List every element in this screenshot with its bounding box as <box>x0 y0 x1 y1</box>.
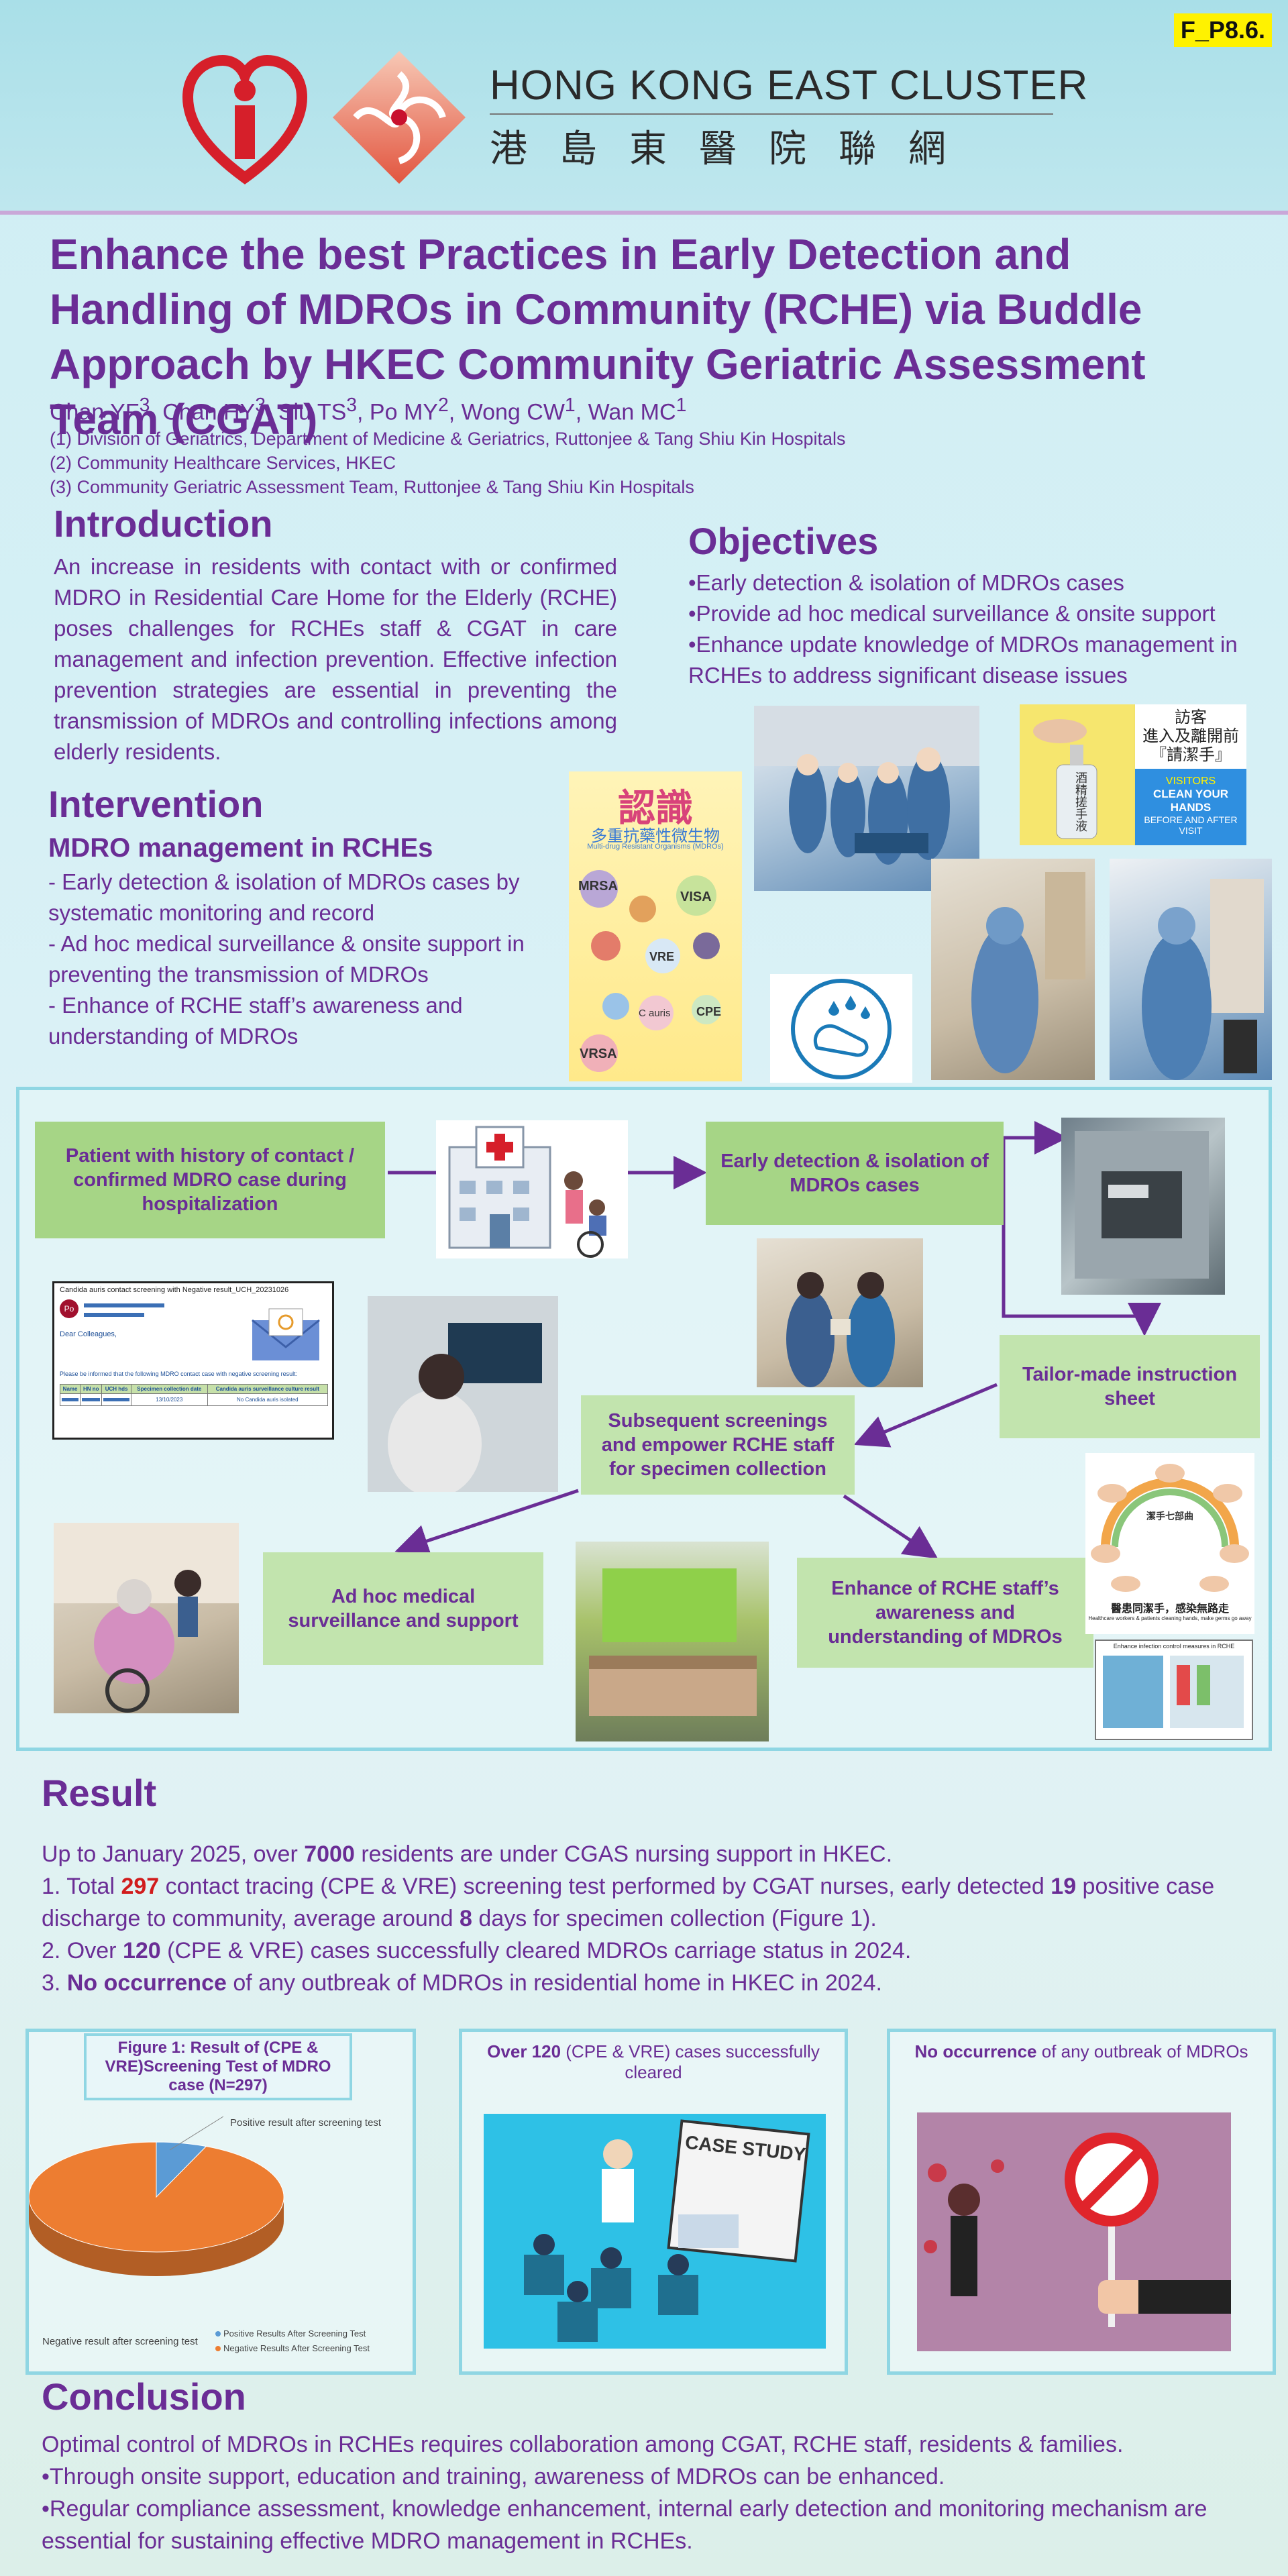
result-line: 2. Over 120 (CPE & VRE) cases successful… <box>42 1938 912 1964</box>
affiliation-list: (1) Division of Geriatrics, Department o… <box>50 427 846 499</box>
affiliation-item: (3) Community Geriatric Assessment Team,… <box>50 477 694 497</box>
rche-room-photo <box>576 1542 769 1741</box>
conclusion-text: Optimal control of MDROs in RCHEs requir… <box>42 2428 1276 2557</box>
handwash-graphic <box>770 974 912 1083</box>
infection-control-notice: Enhance infection control measures in RC… <box>1095 1640 1253 1740</box>
stop-sign-illustration <box>917 2112 1231 2351</box>
pie-label-positive: Positive result after screening test <box>230 2117 382 2129</box>
cleared-caption: Over 120 (CPE & VRE) cases successfully … <box>487 2041 820 2082</box>
conclusion-heading: Conclusion <box>42 2375 246 2418</box>
flow-early-detection: Early detection & isolation of MDROs cas… <box>706 1122 1004 1225</box>
hospital-icon <box>448 1126 606 1258</box>
cluster-divider <box>490 113 1053 115</box>
legend-label: Positive Results After Screening Test <box>223 2328 366 2339</box>
hand-steps-icon <box>1091 1464 1249 1592</box>
ha-logo-icon <box>182 54 308 184</box>
sanitizer-panel: 酒精搓手液 <box>1020 704 1134 845</box>
nurse-room-photo <box>931 859 1095 1080</box>
result-text: Up to January 2025, over 7000 residents … <box>42 1838 1269 1999</box>
intervention-heading: Intervention <box>48 783 264 825</box>
workflow-arrows <box>388 1121 1161 1559</box>
resident-wheelchair-photo <box>54 1523 239 1713</box>
nurse-pair-icon <box>786 1272 895 1387</box>
staff-group-icon <box>754 706 979 865</box>
objectives-heading: Objectives <box>688 520 879 562</box>
objective-item: •Provide ad hoc medical surveillance & o… <box>688 601 1216 626</box>
nurse-figure-icon <box>971 872 1085 1073</box>
nurse-isolation-photo <box>1110 859 1272 1080</box>
case-study-illustration: CASE STUDY <box>484 2114 826 2349</box>
flow-subsequent-screening: Subsequent screenings and empower RCHE s… <box>581 1395 855 1495</box>
bed-room-icon <box>589 1568 757 1716</box>
visitor-sign-panel: 訪客 進入及離開前 『請潔手』 VISITORS CLEAN YOUR HAND… <box>1135 704 1246 845</box>
affiliation-item: (2) Community Healthcare Services, HKEC <box>50 453 396 473</box>
affiliation-item: (1) Division of Geriatrics, Department o… <box>50 429 846 449</box>
flow-tailor-made-sheet: Tailor-made instruction sheet <box>1000 1335 1260 1438</box>
pie-side <box>29 2197 284 2276</box>
sender-avatar: Po <box>60 1299 78 1318</box>
result-heading: Result <box>42 1772 157 1814</box>
conclusion-line: Optimal control of MDROs in RCHEs requir… <box>42 2432 1124 2457</box>
objective-item: •Enhance update knowledge of MDROs manag… <box>688 632 1238 688</box>
intervention-item: - Early detection & isolation of MDROs c… <box>48 869 520 925</box>
handwash-icon <box>791 979 892 1079</box>
negative-result-email: Candida auris contact screening with Neg… <box>52 1281 334 1440</box>
flow-adhoc-surveillance: Ad hoc medical surveillance and support <box>263 1552 543 1665</box>
nurse-figure-icon <box>1142 879 1264 1080</box>
introduction-heading: Introduction <box>54 502 273 545</box>
stop-sign-icon <box>924 2133 1231 2327</box>
logo-group: HONG KONG EAST CLUSTER 港島東醫院聯網 <box>181 47 1088 188</box>
mdro-awareness-poster: 認識 多重抗藥性微生物 Multi-drug Resistant Organis… <box>569 771 742 1081</box>
objectives-list: •Early detection & isolation of MDROs ca… <box>688 568 1265 691</box>
poster-code: F_P8.6. <box>1173 13 1272 47</box>
result-line: 3. No occurrence of any outbreak of MDRO… <box>42 1970 882 1996</box>
email-result-table: Name HN no UCH hds Specimen collection d… <box>59 1384 329 1406</box>
notice-board-icon <box>1103 1656 1244 1728</box>
intervention-subheading: MDRO management in RCHEs <box>48 833 433 863</box>
objective-item: •Early detection & isolation of MDROs ca… <box>688 570 1124 595</box>
instruction-packet-photo <box>1061 1118 1225 1295</box>
chart-title: Figure 1: Result of (CPE & VRE)Screening… <box>84 2033 352 2100</box>
poster-header: F_P8.6. HONG KONG EAST CLUSTER 港島東醫院聯網 <box>0 0 1288 215</box>
hkec-logo-icon <box>333 51 466 184</box>
flow-patient-history: Patient with history of contact / confir… <box>35 1122 385 1238</box>
poster-title: Enhance the best Practices in Early Dete… <box>50 230 1146 443</box>
conclusion-line: •Regular compliance assessment, knowledg… <box>42 2496 1208 2554</box>
pie-label-negative: Negative result after screening test <box>42 2336 199 2347</box>
intervention-item: - Enhance of RCHE staff’s awareness and … <box>48 993 463 1049</box>
cluster-name-zh: 港島東醫院聯網 <box>490 127 978 170</box>
cleared-cases-panel: Over 120 (CPE & VRE) cases successfully … <box>459 2029 848 2375</box>
no-outbreak-caption: No occurrence of any outbreak of MDROs <box>914 2041 1248 2061</box>
figure1-panel: Figure 1: Result of (CPE & VRE)Screening… <box>25 2029 416 2375</box>
computer-user-icon <box>368 1296 558 1492</box>
email-envelope-icon <box>252 1308 320 1360</box>
no-outbreak-panel: No occurrence of any outbreak of MDROs <box>887 2029 1276 2375</box>
result-line: 1. Total 297 contact tracing (CPE & VRE)… <box>42 1874 1215 1931</box>
cluster-name-block: HONG KONG EAST CLUSTER 港島東醫院聯網 <box>490 62 1088 173</box>
intervention-list: - Early detection & isolation of MDROs c… <box>48 867 572 1052</box>
germ-cluster-icon <box>580 870 721 1072</box>
sanitizer-bottle-icon <box>1033 719 1097 839</box>
flow-enhance-awareness: Enhance of RCHE staff’s awareness and un… <box>797 1558 1093 1668</box>
legend-marker <box>215 2331 221 2337</box>
introduction-text: An increase in residents with contact wi… <box>54 554 617 764</box>
pie-slice-negative <box>29 2141 284 2253</box>
nurses-onsite-photo <box>757 1238 923 1387</box>
visitor-handwash-sign: 酒精搓手液 訪客 進入及離開前 『請潔手』 VISITORS CLEAN YOU… <box>1020 704 1246 845</box>
specimen-kit-icon <box>1075 1131 1209 1279</box>
wheelchair-resident-icon <box>54 1523 239 1713</box>
legend-marker <box>215 2346 221 2351</box>
classroom-icon <box>524 2119 810 2342</box>
pie-chart: Positive result after screening testNega… <box>29 2116 382 2353</box>
intervention-item: - Ad hoc medical surveillance & onsite s… <box>48 931 525 987</box>
hand-hygiene-steps-poster: 潔手七部曲 醫患同潔手，感染無路走 Healthcare workers & p… <box>1085 1453 1254 1634</box>
result-line: Up to January 2025, over 7000 residents … <box>42 1841 893 1867</box>
conclusion-line: •Through onsite support, education and t… <box>42 2464 945 2489</box>
author-list: Chan YF3, Chan HY3, Siu TS3, Po MY2, Won… <box>50 394 687 425</box>
computer-monitoring-photo <box>368 1296 558 1492</box>
legend-label: Negative Results After Screening Test <box>223 2343 370 2353</box>
cluster-name-en: HONG KONG EAST CLUSTER <box>490 62 1089 109</box>
hospital-illustration <box>436 1120 628 1258</box>
